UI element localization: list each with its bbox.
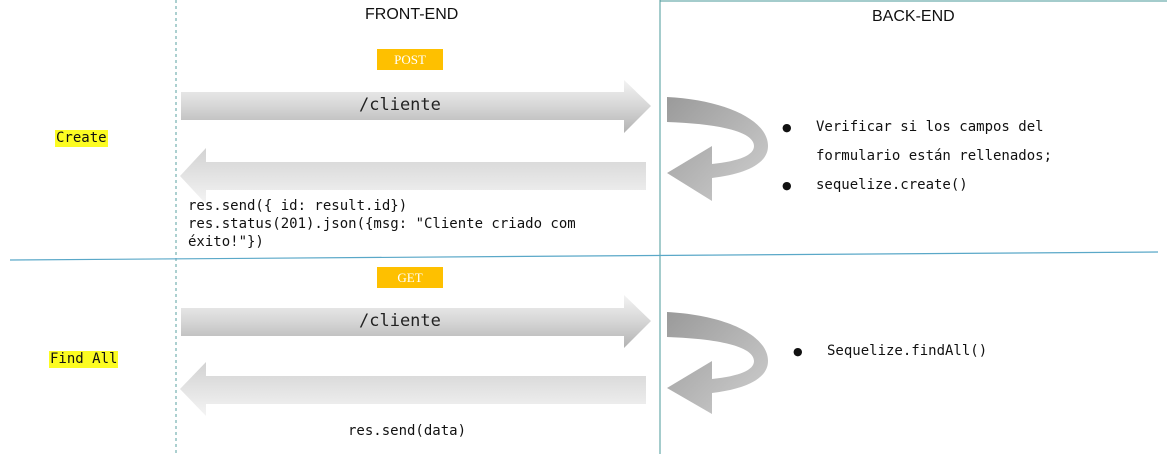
create-backend-text-2: sequelize.create() xyxy=(816,177,968,193)
findall-route-label: /cliente xyxy=(359,311,441,331)
create-backend-bullet-2: ● xyxy=(782,177,792,193)
create-response-arrow xyxy=(180,148,646,204)
findall-backend-curve-arrow xyxy=(667,312,768,414)
create-response-code: res.send({ id: result.id}) res.status(20… xyxy=(188,197,576,251)
create-response-line-1: res.send({ id: result.id}) xyxy=(188,198,408,214)
section-divider xyxy=(9,251,1159,261)
findall-request-arrow xyxy=(181,295,651,348)
bullet-icon: ● xyxy=(782,121,792,134)
create-route-label: /cliente xyxy=(359,95,441,115)
bullet-icon: ● xyxy=(793,345,803,358)
findall-label: Find All xyxy=(49,351,119,368)
post-method-badge: POST xyxy=(377,49,443,70)
create-backend-text-1: Verificar si los campos del xyxy=(816,119,1044,135)
bullet-icon: ● xyxy=(782,179,792,192)
findall-response-arrow xyxy=(180,362,646,416)
create-label: Create xyxy=(55,130,108,147)
create-request-arrow xyxy=(181,80,651,133)
back-end-heading: BACK-END xyxy=(872,8,955,25)
create-backend-curve-arrow xyxy=(667,97,768,201)
create-response-line-2: res.status(201).json({msg: "Cliente cria… xyxy=(188,216,576,232)
findall-backend-bullet-1: ● xyxy=(793,343,803,359)
findall-response-line-1: res.send(data) xyxy=(348,423,467,439)
findall-backend-text-1: Sequelize.findAll() xyxy=(827,343,988,359)
front-end-heading: FRONT-END xyxy=(365,6,459,23)
get-method-badge: GET xyxy=(377,267,443,288)
create-backend-bullet-1: ● xyxy=(782,119,792,135)
create-backend-text-1b: formulario están rellenados; xyxy=(816,148,1053,164)
findall-response-code: res.send(data) xyxy=(348,422,466,440)
create-response-line-3: éxito!"}) xyxy=(188,234,264,250)
